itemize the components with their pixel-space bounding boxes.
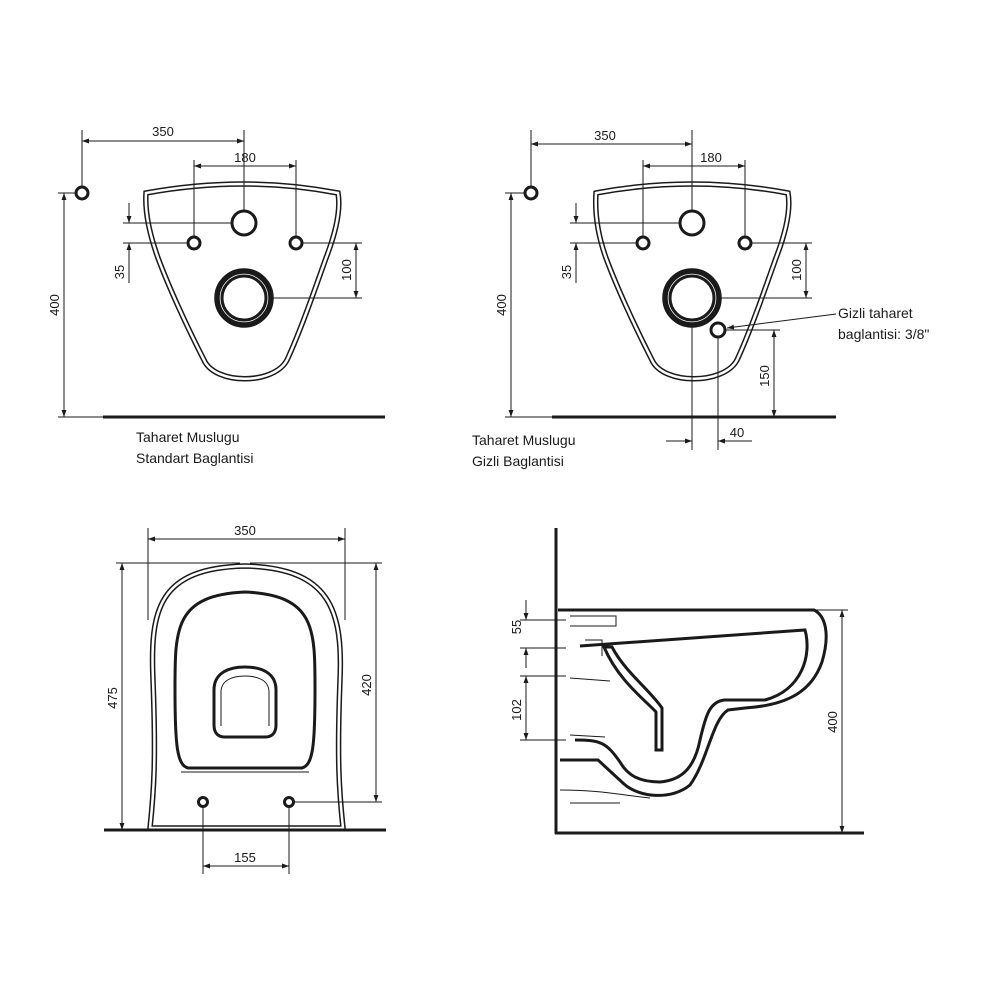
dim-180: 180 xyxy=(234,150,256,165)
dim-350: 350 xyxy=(594,128,616,143)
dim-150: 150 xyxy=(757,365,772,387)
water-inlet-hole xyxy=(230,209,258,237)
hidden-tap-connection xyxy=(709,321,727,339)
dim-55: 55 xyxy=(509,620,524,634)
top-view: 350 475 420 155 xyxy=(104,523,386,874)
dim-100: 100 xyxy=(339,259,354,281)
fixing-hole-right xyxy=(283,796,295,808)
mounting-hole-left xyxy=(635,235,651,251)
front-view-standard: 350 180 400 35 100 Taharet Muslugu Stand… xyxy=(47,124,385,466)
dim-475: 475 xyxy=(105,687,120,709)
caption-line-2: Gizli Baglantisi xyxy=(472,453,564,469)
front-view-hidden: 350 180 400 35 100 150 40 G xyxy=(472,128,929,469)
outlet-opening xyxy=(212,665,278,739)
callout-line-2: baglantisi: 3/8" xyxy=(838,326,929,342)
dim-350: 350 xyxy=(234,523,256,538)
side-view: 55 102 400 xyxy=(509,528,864,835)
caption-line-2: Standart Baglantisi xyxy=(136,450,254,466)
fixing-hole-left xyxy=(197,796,209,808)
callout-line-1: Gizli taharet xyxy=(838,305,913,321)
tap-connection xyxy=(523,185,539,201)
dim-400: 400 xyxy=(494,294,509,316)
caption-line-1: Taharet Muslugu xyxy=(472,432,576,448)
dim-180: 180 xyxy=(700,150,722,165)
dim-102: 102 xyxy=(509,699,524,721)
caption-line-1: Taharet Muslugu xyxy=(136,429,240,445)
dim-100: 100 xyxy=(789,259,804,281)
callout-leader xyxy=(726,313,837,330)
dim-155: 155 xyxy=(234,850,256,865)
dim-40: 40 xyxy=(730,425,744,440)
dim-350: 350 xyxy=(152,124,174,139)
mounting-hole-left xyxy=(186,235,202,251)
mounting-hole-right xyxy=(737,235,753,251)
pan-outline xyxy=(558,608,828,797)
dim-400: 400 xyxy=(47,294,62,316)
tap-connection xyxy=(74,185,90,201)
pan-inner-bowl xyxy=(574,628,809,784)
mounting-hole-right xyxy=(288,235,304,251)
trap-outlet xyxy=(601,645,664,752)
dim-35: 35 xyxy=(112,265,127,279)
water-inlet-hole xyxy=(678,209,706,237)
dim-400: 400 xyxy=(825,711,840,733)
seat-outline xyxy=(173,590,317,770)
dim-35: 35 xyxy=(559,265,574,279)
dim-420: 420 xyxy=(359,674,374,696)
